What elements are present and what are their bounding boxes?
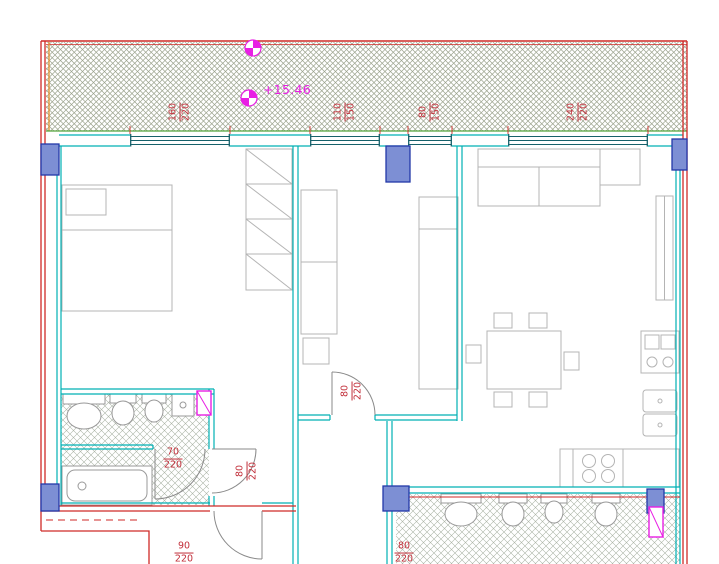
exterior-walls [40,41,688,564]
dim-width: 90 [177,540,191,552]
vestibule-door-dim-label: 80 220 [394,540,414,564]
dim-width: 110 [332,102,344,122]
window-4-glyph [507,126,649,148]
shower-door-icon [196,390,212,416]
bathroom-2-fixtures [440,493,621,527]
bathroom-entry-door-dim-label: 80 220 [234,461,259,481]
dim-width: 80 [417,105,429,119]
dim-height: 220 [180,102,192,122]
window-4-dim-label: 240 220 [565,102,590,122]
dim-height: 150 [430,102,442,122]
level-marker-2-icon [240,89,258,107]
bathroom-inner-door-dim-label: 70 220 [163,446,183,471]
dim-height: 220 [247,461,259,481]
dim-width: 80 [397,540,411,552]
terrace [41,40,687,132]
dim-width: 240 [565,102,577,122]
bathroom-2-floor [396,494,680,564]
shower-door-2-icon [648,506,664,538]
dim-width: 160 [167,102,179,122]
dim-height: 220 [352,381,364,401]
interior-walls [56,146,681,564]
middle-room-door-dim-label: 80 220 [339,381,364,401]
magenta-annotations [196,39,664,538]
level-annotation: +15.46 [263,82,312,97]
window-3-glyph [407,126,453,148]
dim-fraction-bar [174,552,194,554]
dim-width: 80 [234,464,246,478]
entrance-door-dim-label: 90 220 [174,540,194,564]
dim-fraction-bar [163,458,183,460]
window-2-glyph [309,126,381,148]
dim-height: 150 [345,102,357,122]
middle-room-furniture [300,189,459,390]
window-3-dim-label: 80 150 [417,102,442,122]
structural-columns [40,138,688,514]
dim-height: 220 [174,553,194,564]
dim-height: 220 [578,102,590,122]
level-marker-icon [244,39,262,57]
window-wall [59,126,683,148]
bedroom-furniture [61,148,293,312]
window-1-glyph [129,126,231,148]
living-room-furniture [465,148,680,488]
dim-fraction-bar [394,552,414,554]
window-2-dim-label: 110 150 [332,102,357,122]
dim-width: 80 [339,384,351,398]
dim-height: 220 [394,553,414,564]
window-1-dim-label: 160 220 [167,102,192,122]
dim-width: 70 [166,446,180,458]
dim-height: 220 [163,459,183,471]
doors [154,371,376,560]
